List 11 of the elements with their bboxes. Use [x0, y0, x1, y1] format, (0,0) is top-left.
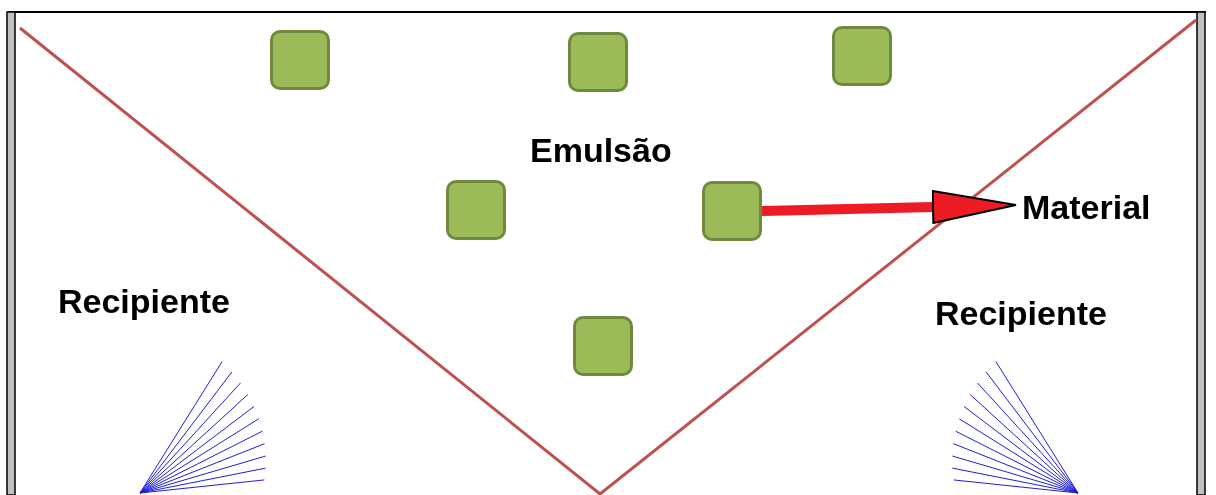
particle-square — [446, 180, 506, 240]
container-label: Recipiente — [935, 296, 1107, 330]
particle-square — [573, 316, 633, 376]
particle-square — [702, 181, 762, 241]
particle-square — [832, 26, 892, 86]
container-label: Recipiente — [58, 284, 230, 318]
particle-square — [568, 32, 628, 92]
arrow — [761, 190, 1017, 224]
material-label: Material — [1022, 190, 1151, 224]
region-label: Emulsão — [530, 133, 672, 167]
particle-square — [270, 30, 330, 90]
